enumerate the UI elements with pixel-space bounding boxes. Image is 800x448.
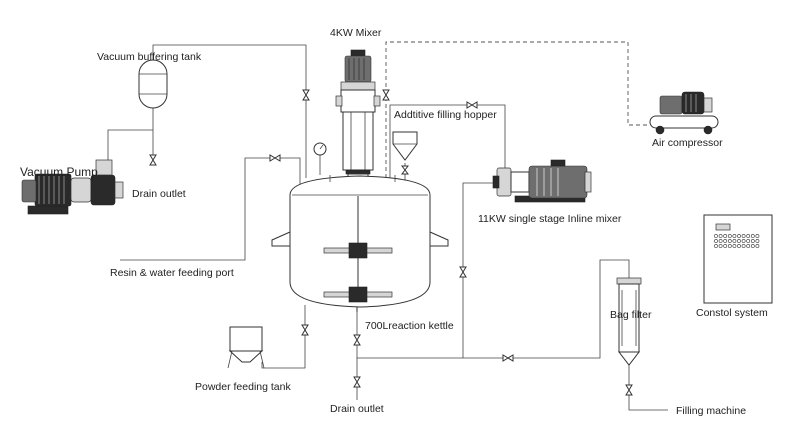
motor-icon [340,49,376,91]
indicator-lamp [746,244,751,248]
indicator-lamp [737,244,741,248]
pump-icon [492,167,530,197]
indicator-lamp [714,234,718,238]
reaction-kettle-label: 700Lreaction kettle [365,320,454,332]
additive-hopper [392,131,418,161]
indicator-lamp [723,244,728,248]
indicator-lamp [727,244,732,248]
drain-outlet-label: Drain outlet [132,188,186,200]
indicator-lamp [750,239,755,243]
pump-icon [70,159,124,206]
powder-feeding-tank [227,326,265,369]
indicator-lamp [723,239,728,243]
valve-icon[interactable] [466,101,478,109]
indicator-lamp [718,239,723,243]
motor-icon [21,176,65,204]
vacuum-buffer-tank [138,59,168,109]
indicator-lamp [718,234,723,238]
valve-icon[interactable] [401,165,409,175]
indicator-lamp [718,244,723,248]
indicator-lamp [727,234,732,238]
valve-icon[interactable] [302,89,310,101]
mixer-label: 4KW Mixer [330,27,382,39]
indicator-lamp [732,234,737,238]
powder-tank-label: Powder feeding tank [195,381,291,393]
resin-water-port-label: Resin & water feeding port [110,267,234,279]
valve-icon[interactable] [382,89,390,101]
air-line [385,41,650,178]
indicator-lamp [737,239,741,243]
indicator-lamp [746,239,751,243]
inline-mixer [492,159,592,203]
inline-mixer-label: 11KW single stage Inline mixer [478,213,622,225]
pressure-gauge-icon [313,142,327,156]
bag-filter-label: Bag filter [610,309,652,321]
valve-icon[interactable] [269,154,281,162]
control-system-label: Constol system [696,307,768,319]
motor-icon [659,91,713,115]
indicator-lamp [746,234,751,238]
valves [149,89,633,396]
valve-icon[interactable] [459,266,467,278]
agitator-icon [323,196,393,303]
valve-icon[interactable] [625,384,633,396]
valve-icon[interactable] [301,324,309,336]
vacuum-pump-label: Vacuum Pump [20,165,98,179]
indicator-lamp [723,234,728,238]
indicator-lamp [755,239,760,243]
indicator-lamp [732,239,737,243]
indicator-lamp [741,239,746,243]
valve-icon[interactable] [502,354,514,362]
valve-icon[interactable] [149,154,157,166]
control-panel-icon [703,214,773,304]
indicator-lamp [755,234,760,238]
top-mixer [335,49,381,197]
bag-filter [616,277,642,366]
indicator-lamp [732,244,737,248]
indicator-lamp [750,244,755,248]
indicator-lamp [737,234,741,238]
air-compressor [649,91,719,135]
vacuum-buffer-tank-label: Vacuum buffering tank [97,51,202,63]
indicator-lamp [741,234,746,238]
indicator-lamp [727,239,732,243]
drain-outlet-bottom-label: Drain outlet [330,403,384,415]
filling-machine-label: Filling machine [676,405,746,417]
air-compressor-label: Air compressor [652,137,723,149]
reaction-kettle [271,175,449,312]
valve-icon[interactable] [353,376,361,388]
vacuum-pump [21,159,124,215]
valve-icon[interactable] [353,334,361,346]
indicator-lamp [741,244,746,248]
indicator-lamp [714,244,718,248]
additive-hopper-label: Addtitive filling hopper [394,109,497,121]
motor-icon [528,159,592,199]
indicator-lamp [750,234,755,238]
labels: 4KW Mixer Vacuum buffering tank Vacuum P… [20,27,768,417]
indicator-lamp [755,244,760,248]
indicator-lamp [714,239,718,243]
